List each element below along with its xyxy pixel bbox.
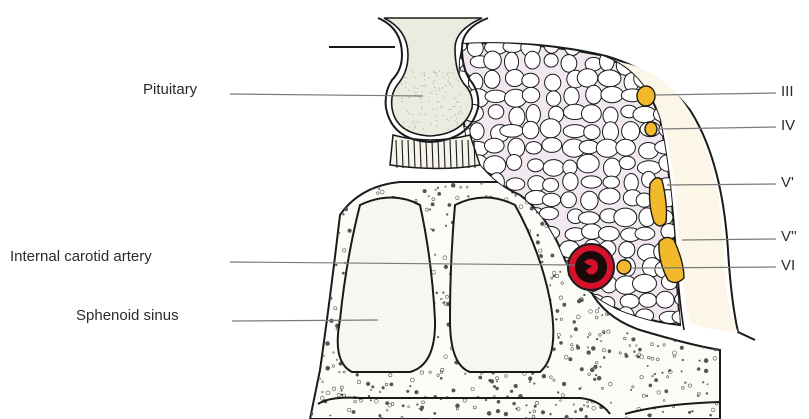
label-internal-carotid-artery: Internal carotid artery xyxy=(10,248,152,266)
label-nerve-v2: V'' xyxy=(781,228,797,246)
nerve-iii xyxy=(637,86,655,106)
diaphragma-band xyxy=(390,135,480,169)
label-nerve-vi: VI xyxy=(781,257,795,275)
label-sphenoid-sinus: Sphenoid sinus xyxy=(76,307,179,325)
label-pituitary: Pituitary xyxy=(143,81,197,99)
nerve-vi xyxy=(617,260,631,274)
label-nerve-v1: V' xyxy=(781,174,794,192)
label-nerve-iii: III xyxy=(781,83,794,101)
label-nerve-iv: IV xyxy=(781,117,795,135)
nerve-iv xyxy=(645,122,657,136)
